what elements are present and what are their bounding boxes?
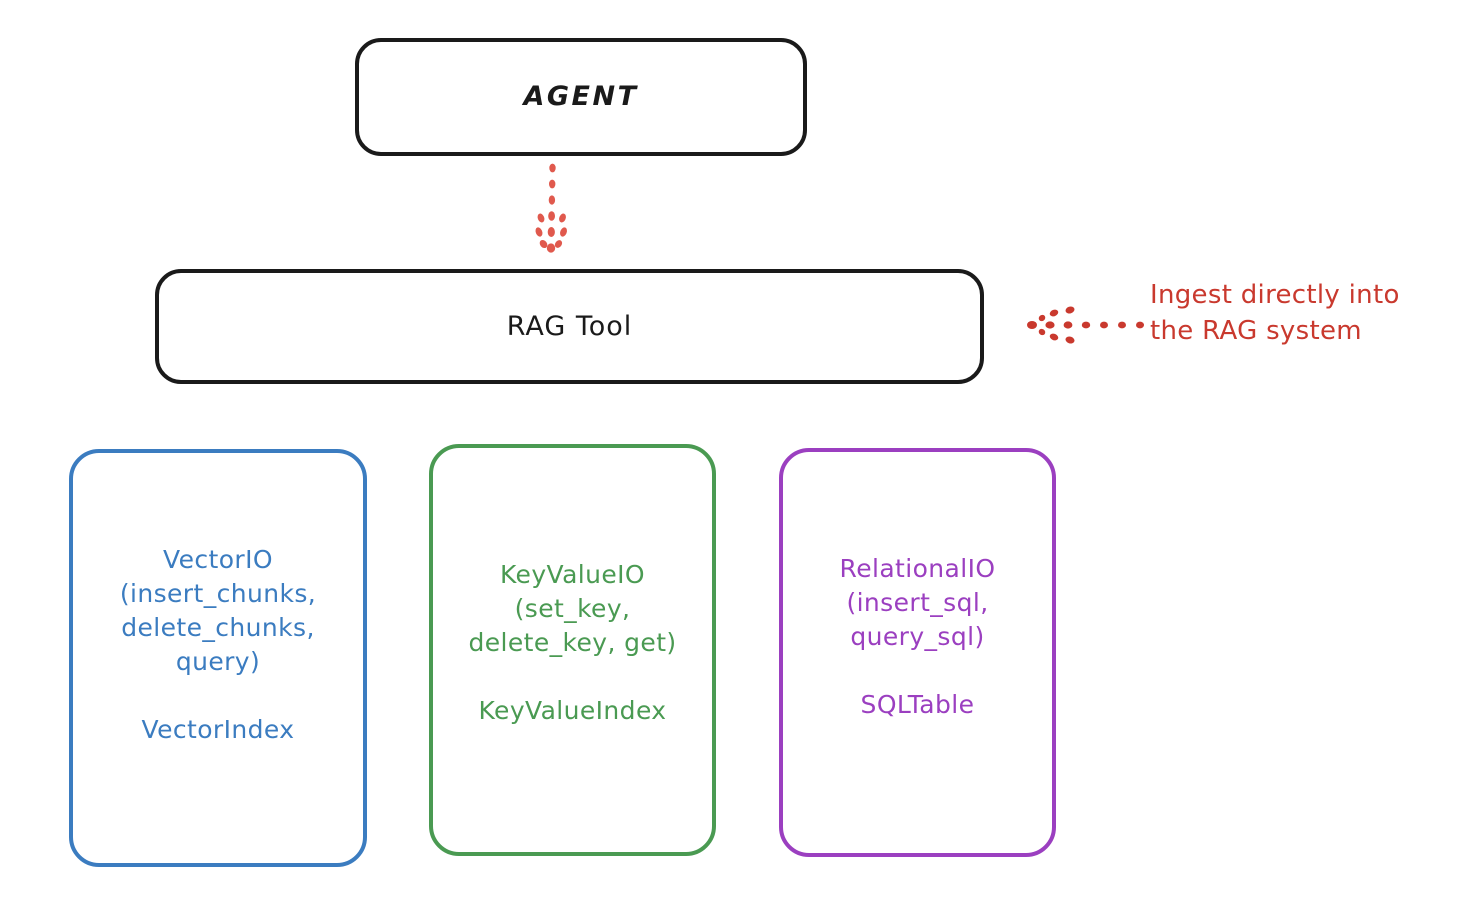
connector-agent-to-rag-tool — [525, 162, 581, 262]
node-agent-label: AGENT — [523, 81, 639, 113]
node-vector-io-label: VectorIO (insert_chunks, delete_chunks, … — [119, 545, 317, 744]
node-agent[interactable]: AGENT — [355, 38, 807, 156]
ingest-arrow — [1022, 304, 1146, 344]
dotted-arrow-down-icon — [535, 163, 567, 253]
annotation-ingest-label: Ingest directly into the RAG system — [1150, 280, 1400, 346]
annotation-ingest: Ingest directly into the RAG system — [1022, 278, 1470, 368]
node-key-value-io[interactable]: KeyValueIO (set_key, delete_key, get) Ke… — [429, 444, 716, 856]
node-rag-tool[interactable]: RAG Tool — [155, 269, 984, 384]
node-vector-io[interactable]: VectorIO (insert_chunks, delete_chunks, … — [69, 449, 367, 867]
node-key-value-io-label: KeyValueIO (set_key, delete_key, get) Ke… — [468, 560, 677, 725]
dotted-arrow-left-icon — [1027, 306, 1144, 344]
node-rag-tool-label: RAG Tool — [506, 310, 633, 342]
node-relational-io[interactable]: RelationalIO (insert_sql, query_sql) SQL… — [779, 448, 1056, 857]
node-relational-io-label: RelationalIO (insert_sql, query_sql) SQL… — [839, 554, 996, 719]
